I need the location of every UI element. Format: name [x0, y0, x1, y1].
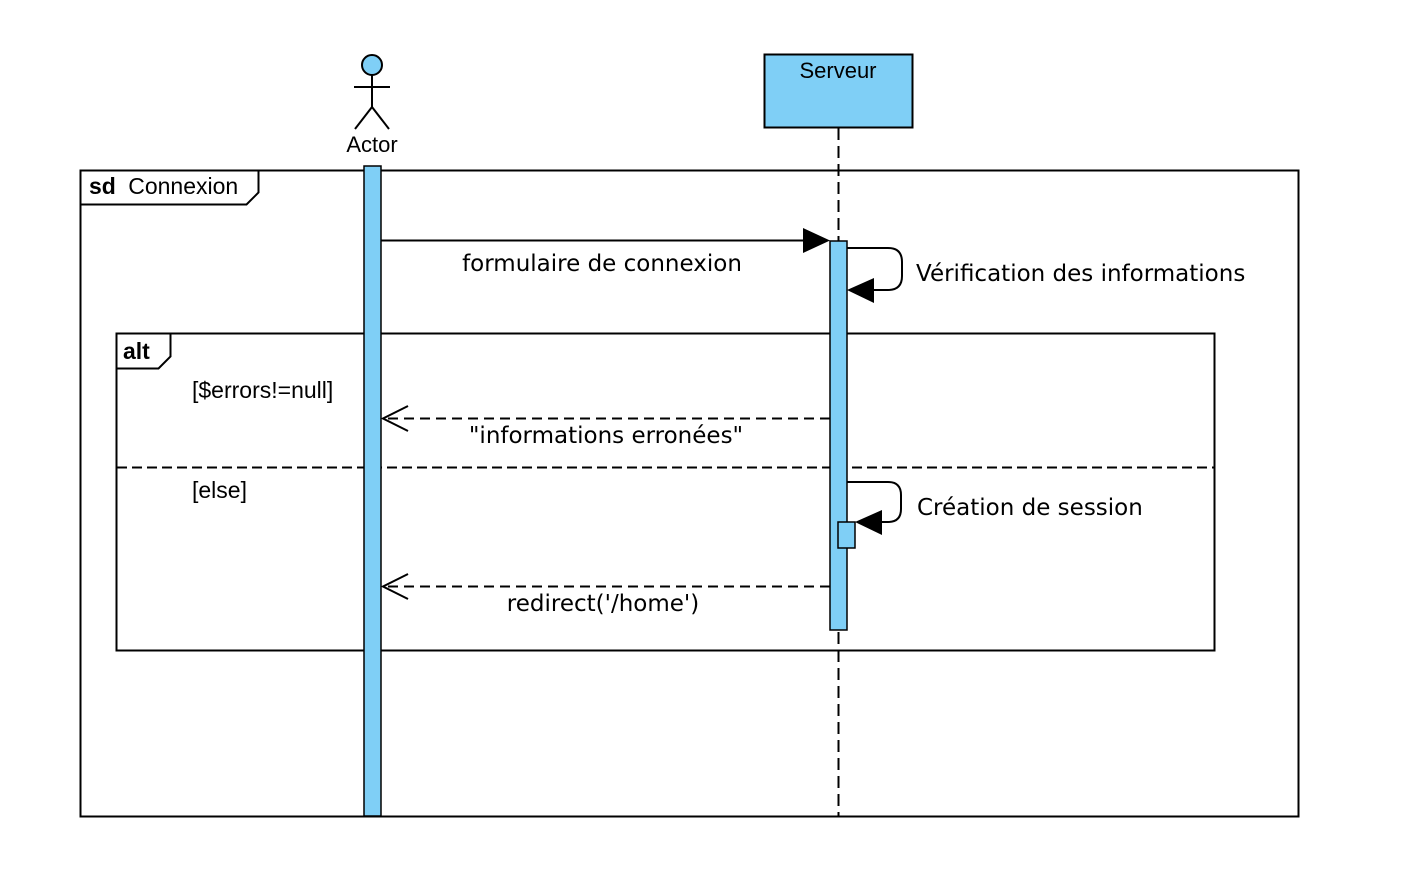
message-create-session-label: Création de session — [917, 495, 1143, 521]
message-redirect-label: redirect('/home') — [507, 591, 699, 617]
actor-label: Actor — [346, 132, 397, 157]
alt-keyword: alt — [123, 338, 150, 364]
open-arrowhead-icon — [380, 573, 409, 600]
actor-activation-bar — [363, 165, 382, 817]
message-error-reply: "informations erronées" — [380, 405, 830, 449]
alt-guard-else: [else] — [192, 477, 247, 503]
actor-icon — [354, 54, 390, 130]
filled-arrowhead-icon — [855, 510, 882, 535]
alt-fragment-tab — [116, 333, 172, 370]
message-login-form-label: formulaire de connexion — [462, 251, 742, 277]
server-label: Serveur — [799, 58, 876, 83]
open-arrowhead-icon — [380, 405, 409, 432]
message-verify-label: Vérification des informations — [916, 261, 1245, 287]
filled-arrowhead-icon — [847, 278, 874, 303]
message-error-label: "informations erronées" — [469, 423, 743, 449]
server-nested-activation-bar — [837, 521, 856, 549]
message-verify-self: Vérification des informations — [847, 247, 1245, 303]
sd-frame-title: sd Connexion — [89, 173, 238, 199]
filled-arrowhead-icon — [803, 228, 830, 253]
alt-fragment — [115, 332, 1216, 652]
alt-guard-errors: [$errors!=null] — [192, 377, 333, 403]
message-redirect-reply: redirect('/home') — [380, 573, 830, 617]
sd-frame-name: Connexion — [128, 173, 238, 199]
sd-frame — [79, 169, 1300, 818]
server-activation-bar — [829, 240, 848, 631]
message-login-form: formulaire de connexion — [381, 228, 830, 277]
message-create-session-self: Création de session — [847, 481, 1143, 535]
sd-frame-keyword: sd — [89, 173, 116, 199]
server-object-box — [763, 53, 914, 129]
sd-frame-tab — [80, 170, 260, 206]
